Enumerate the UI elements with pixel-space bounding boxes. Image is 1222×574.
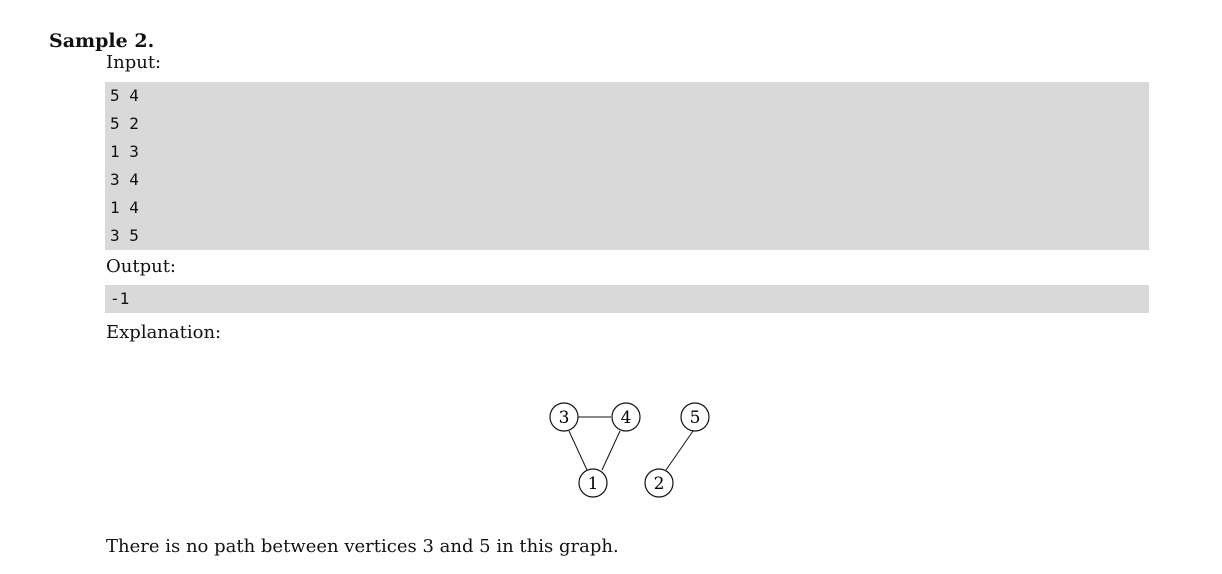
graph-node-label: 2 (654, 474, 665, 494)
graph-node-4: 4 (611, 402, 641, 432)
graph-node-label: 3 (559, 408, 570, 428)
graph-node-label: 1 (588, 474, 599, 494)
sample-title: Sample 2. (49, 30, 155, 52)
input-line: 1 3 (110, 142, 139, 161)
graph-node-label: 5 (690, 408, 701, 428)
graph-edge-3-1 (568, 430, 588, 471)
explanation-label: Explanation: (106, 322, 222, 343)
graph-node-3: 3 (549, 402, 579, 432)
input-line: 5 4 (110, 86, 139, 105)
input-block: 5 4 5 2 1 3 3 4 1 4 3 5 (105, 82, 1149, 250)
output-block: -1 (105, 285, 1149, 313)
input-line: 3 4 (110, 170, 139, 189)
graph-edge-5-2 (665, 430, 694, 471)
input-line: 3 5 (110, 226, 139, 245)
explanation-text: There is no path between vertices 3 and … (106, 536, 619, 557)
graph-node-5: 5 (680, 402, 710, 432)
input-line: 1 4 (110, 198, 139, 217)
graph-node-1: 1 (578, 468, 608, 498)
output-line: -1 (110, 289, 130, 308)
input-line: 5 2 (110, 114, 139, 133)
output-label: Output: (106, 256, 176, 277)
graph-node-2: 2 (644, 468, 674, 498)
graph-edge-4-1 (601, 430, 621, 471)
graph-node-label: 4 (621, 408, 632, 428)
graph-diagram: 3 4 5 1 2 (549, 402, 710, 498)
input-label: Input: (106, 52, 162, 73)
